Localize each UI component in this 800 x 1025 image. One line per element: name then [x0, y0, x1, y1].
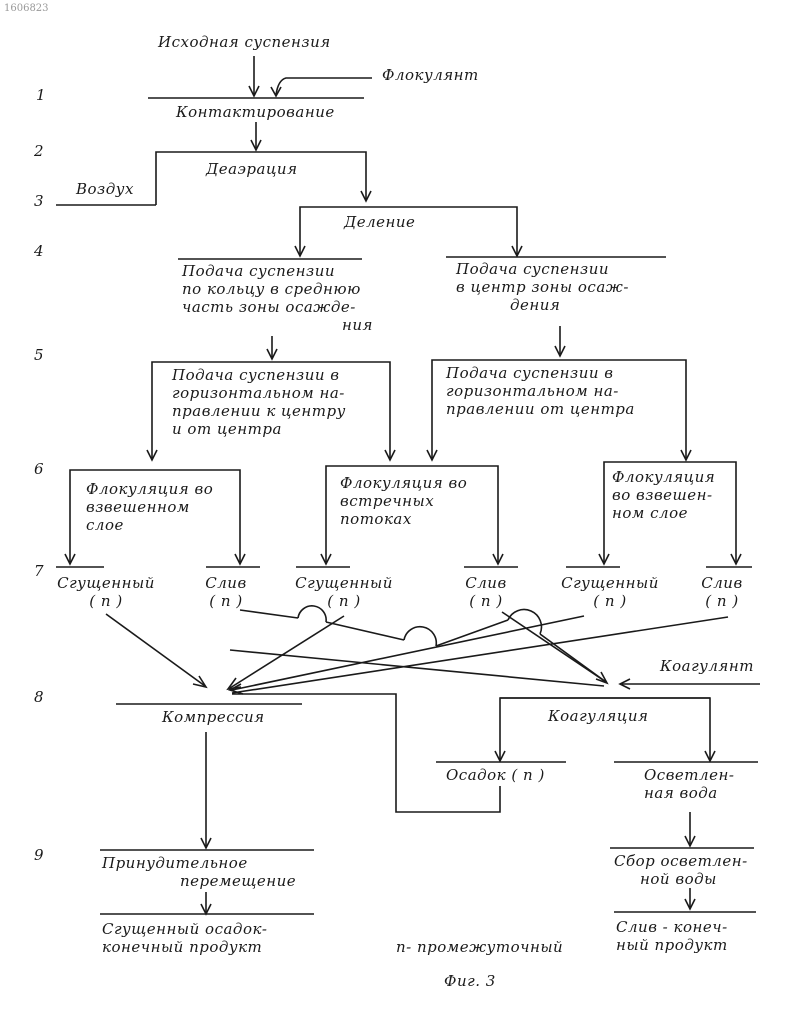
input-suspension: Исходная суспензия	[158, 33, 331, 51]
node-horiz-to-center-line: и от центра	[172, 420, 346, 438]
node-floc-counter-line: потоках	[340, 510, 467, 528]
node-floc-right-line: ном слое	[612, 504, 715, 522]
node-horiz-to-center-line: правлении к центру	[172, 402, 346, 420]
step-number-9: 9	[34, 846, 44, 864]
legend-intermediate: п- промежуточный	[396, 938, 563, 956]
line-sediment-return	[232, 694, 500, 812]
node-feed-center: Подача суспензии в центр зоны осаж- дени…	[456, 260, 629, 314]
node-clarified-line: Осветлен-	[644, 766, 734, 784]
node-drain-1-line: ( п )	[198, 592, 254, 610]
node-thickened-2: Сгущенный ( п )	[294, 574, 394, 610]
step-number-8: 8	[34, 688, 44, 706]
node-floc-suspended-right: Флокуляция во взвешен- ном слое	[612, 468, 715, 522]
node-horiz-from-center-line: Подача суспензии в	[446, 364, 635, 382]
node-compression: Компрессия	[162, 708, 265, 726]
arrow-flocculant	[276, 78, 372, 95]
node-floc-left-line: слое	[86, 516, 213, 534]
node-collect-line: Сбор осветлен-	[614, 852, 748, 870]
node-feed-center-line: дения	[456, 296, 629, 314]
line-to-coag	[230, 650, 604, 686]
node-floc-left-line: Флокуляция во	[86, 480, 213, 498]
node-floc-counter: Флокуляция во встречных потоках	[340, 474, 467, 528]
node-sediment: Осадок ( п )	[446, 766, 545, 784]
figure-caption: Фиг. 3	[444, 972, 496, 990]
node-drain-2-line: Слив	[458, 574, 514, 592]
input-air: Воздух	[76, 180, 134, 198]
node-horiz-from-center-line: горизонтальном на-	[446, 382, 635, 400]
node-thickened-1-line: Сгущенный	[56, 574, 156, 592]
step-number-7: 7	[34, 562, 44, 580]
node-clarified-line: ная вода	[644, 784, 734, 802]
node-feed-ring-line: ния	[182, 316, 373, 334]
node-floc-right-line: Флокуляция	[612, 468, 715, 486]
node-forced-line: перемещение	[102, 872, 296, 890]
node-floc-right-line: во взвешен-	[612, 486, 715, 504]
node-coagulation: Коагуляция	[548, 707, 648, 725]
node-thickened-1-line: ( п )	[56, 592, 156, 610]
node-thickened-3-line: Сгущенный	[560, 574, 660, 592]
node-feed-center-line: в центр зоны осаж-	[456, 278, 629, 296]
node-floc-counter-line: Флокуляция во	[340, 474, 467, 492]
step-number-3: 3	[34, 192, 44, 210]
node-collect-water: Сбор осветлен- ной воды	[614, 852, 748, 888]
input-coagulant: Коагулянт	[660, 657, 754, 675]
node-horiz-to-center-line: горизонтальном на-	[172, 384, 346, 402]
node-feed-horizontal-from-center: Подача суспензии в горизонтальном на- пр…	[446, 364, 635, 418]
node-product-drain-line: ный продукт	[616, 936, 728, 954]
node-thickened-1: Сгущенный ( п )	[56, 574, 156, 610]
node-feed-ring: Подача суспензии по кольцу в среднюю час…	[182, 262, 373, 334]
step-number-5: 5	[34, 346, 44, 364]
node-floc-suspended-left: Флокуляция во взвешенном слое	[86, 480, 213, 534]
step-number-6: 6	[34, 460, 44, 478]
node-product-sediment-line: конечный продукт	[102, 938, 268, 956]
node-thickened-2-line: ( п )	[294, 592, 394, 610]
node-thickened-3-line: ( п )	[560, 592, 660, 610]
node-horiz-to-center-line: Подача суспензии в	[172, 366, 346, 384]
node-forced-line: Принудительное	[102, 854, 296, 872]
node-thickened-2-line: Сгущенный	[294, 574, 394, 592]
step-number-2: 2	[34, 142, 44, 160]
node-forced-movement: Принудительное перемещение	[102, 854, 296, 890]
node-drain-1: Слив ( п )	[198, 574, 254, 610]
node-product-sediment-line: Сгущенный осадок-	[102, 920, 268, 938]
step-number-4: 4	[34, 242, 44, 260]
node-drain-3-line: Слив	[694, 574, 750, 592]
node-floc-left-line: взвешенном	[86, 498, 213, 516]
node-drain-2-line: ( п )	[458, 592, 514, 610]
node-feed-ring-line: по кольцу в среднюю	[182, 280, 373, 298]
node-thickened-3: Сгущенный ( п )	[560, 574, 660, 610]
node-deaeration: Деаэрация	[206, 160, 298, 178]
node-floc-counter-line: встречных	[340, 492, 467, 510]
node-drain-3-line: ( п )	[694, 592, 750, 610]
node-drain-2: Слив ( п )	[458, 574, 514, 610]
node-drain-1-line: Слив	[198, 574, 254, 592]
arrow-thick1-compression	[106, 614, 205, 686]
arrow-drain3-compression	[232, 617, 728, 693]
node-drain-3: Слив ( п )	[694, 574, 750, 610]
node-feed-horizontal-to-center: Подача суспензии в горизонтальном на- пр…	[172, 366, 346, 438]
node-feed-ring-line: часть зоны осажде-	[182, 298, 373, 316]
node-contacting: Контактирование	[176, 103, 335, 121]
node-product-drain-line: Слив - конеч-	[616, 918, 728, 936]
step-number-1: 1	[36, 86, 46, 104]
node-collect-line: ной воды	[614, 870, 748, 888]
node-product-sediment: Сгущенный осадок- конечный продукт	[102, 920, 268, 956]
header-code: 1606823	[4, 0, 49, 18]
input-flocculant: Флокулянт	[382, 66, 479, 84]
node-division: Деление	[344, 213, 415, 231]
node-product-drain: Слив - конеч- ный продукт	[616, 918, 728, 954]
node-horiz-from-center-line: правлении от центра	[446, 400, 635, 418]
node-feed-ring-line: Подача суспензии	[182, 262, 373, 280]
node-feed-center-line: Подача суспензии	[456, 260, 629, 278]
node-clarified-water: Осветлен- ная вода	[644, 766, 734, 802]
